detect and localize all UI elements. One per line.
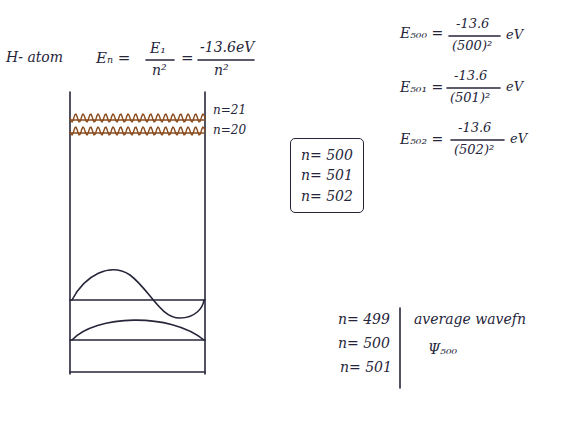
state-label: n= 499 (338, 312, 390, 327)
state-label: n= 501 (340, 360, 392, 375)
note-text: Ψ₅₀₀ (428, 342, 457, 357)
title-text: H- atom (6, 50, 63, 65)
equation-text: E₅₀₂ = (400, 132, 443, 147)
state-label: n= 500 (338, 336, 390, 351)
equation-text: eV (506, 80, 523, 94)
note-text: average wavefn (414, 312, 526, 327)
equation-text: -13.6eV (200, 40, 254, 55)
state-label: n= 500 (301, 145, 353, 165)
state-label: n= 502 (301, 186, 353, 206)
state-label: n= 501 (301, 165, 353, 185)
equation-text: Eₙ = (96, 50, 130, 67)
equation-text: n² (214, 63, 229, 78)
equation-text: E₁ (150, 41, 166, 56)
equation-text: (502)² (454, 143, 494, 157)
equation-text: = (181, 50, 194, 67)
equation-text: E₅₀₀ = (400, 26, 443, 41)
equation-text: -13.6 (458, 121, 491, 135)
level-label: n=21 (213, 104, 246, 117)
state-box: n= 500n= 501n= 502 (290, 138, 364, 213)
level-label: n=20 (213, 124, 246, 137)
equation-text: E₅₀₁ = (400, 80, 443, 95)
equation-text: n² (152, 63, 167, 78)
equation-text: eV (506, 28, 523, 42)
equation-text: (500)² (452, 39, 492, 53)
equation-text: -13.6 (454, 69, 487, 83)
equation-text: eV (510, 132, 527, 146)
equation-text: -13.6 (456, 17, 489, 31)
equation-text: (501)² (450, 91, 490, 105)
